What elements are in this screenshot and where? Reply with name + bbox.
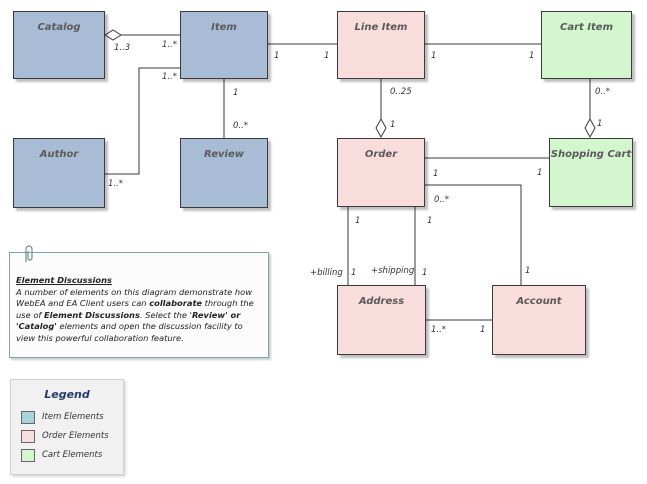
multiplicity-label: 1 — [431, 51, 437, 61]
aggregation-diamond-order — [375, 117, 387, 139]
multiplicity-label: 1 — [525, 266, 531, 276]
class-shopping-cart[interactable]: Shopping Cart — [549, 138, 633, 207]
multiplicity-label: 1 — [529, 51, 535, 61]
class-author[interactable]: Author — [13, 138, 105, 208]
class-account-title: Account — [516, 296, 562, 307]
multiplicity-label: 1 — [537, 168, 543, 178]
paperclip-icon — [25, 245, 33, 262]
multiplicity-label: 0..* — [434, 195, 450, 205]
connector-author-item[interactable] — [105, 67, 180, 175]
class-order-title: Order — [364, 149, 398, 160]
multiplicity-label: 0..* — [595, 87, 611, 97]
note-text: through the use of — [16, 298, 254, 320]
multiplicity-label: 1 — [480, 325, 486, 335]
multiplicity-label: 1 — [351, 268, 357, 278]
class-cart-item-title: Cart Item — [560, 22, 613, 33]
class-address-title: Address — [358, 296, 405, 307]
class-catalog[interactable]: Catalog — [13, 11, 105, 79]
legend-swatch — [21, 430, 35, 443]
multiplicity-label: 1 — [324, 51, 330, 61]
multiplicity-label: 1 — [233, 88, 239, 98]
class-shopping-cart-title: Shopping Cart — [550, 149, 632, 160]
multiplicity-label: 1 — [274, 51, 280, 61]
class-line-item-title: Line Item — [354, 22, 408, 33]
note-text: A number of elements on this diagram dem… — [16, 286, 252, 309]
class-item-title: Item — [211, 22, 237, 33]
class-address[interactable]: Address — [337, 285, 426, 355]
multiplicity-label: 0..25 — [390, 87, 412, 97]
multiplicity-label: 1 — [427, 216, 433, 226]
legend-label: Order Elements — [42, 431, 109, 441]
multiplicity-label: 1..* — [431, 325, 447, 335]
note-text: elements and open the discussion facilit… — [16, 321, 243, 343]
class-account[interactable]: Account — [492, 285, 586, 355]
connector-order-account[interactable] — [425, 184, 522, 285]
note-text: . Select the ' — [139, 309, 192, 320]
class-cart-item[interactable]: Cart Item — [541, 11, 632, 79]
role-label-shipping: +shipping — [371, 266, 415, 276]
legend-label: Item Elements — [42, 412, 104, 422]
legend-swatch — [21, 411, 35, 424]
aggregation-diamond-cart — [584, 117, 596, 139]
multiplicity-label: 1..* — [162, 72, 178, 82]
class-review-title: Review — [204, 149, 244, 160]
multiplicity-label: 0..* — [233, 121, 249, 131]
class-item[interactable]: Item — [180, 11, 268, 79]
multiplicity-label: 1 — [433, 169, 439, 179]
legend-title: Legend — [44, 388, 90, 401]
class-line-item[interactable]: Line Item — [337, 11, 425, 79]
class-author-title: Author — [39, 149, 79, 160]
discussion-note[interactable]: Element Discussions A number of elements… — [9, 252, 269, 358]
legend-swatch — [21, 449, 35, 462]
role-label-billing: +billing — [310, 268, 343, 278]
note-bold: Element Discussions — [43, 309, 140, 320]
class-review[interactable]: Review — [180, 138, 268, 208]
class-order[interactable]: Order — [337, 138, 425, 207]
class-catalog-title: Catalog — [37, 22, 81, 33]
note-bold: collaborate — [149, 298, 203, 308]
aggregation-diamond-catalog — [104, 29, 122, 41]
multiplicity-label: 1..* — [162, 40, 178, 50]
multiplicity-label: 1 — [355, 216, 361, 226]
legend: Legend Item Elements Order Elements Cart… — [10, 379, 124, 475]
note-title: Element Discussions — [16, 275, 112, 285]
multiplicity-label: 1 — [390, 120, 396, 130]
multiplicity-label: 1..3 — [114, 43, 131, 53]
multiplicity-label: 1..* — [108, 179, 124, 189]
multiplicity-label: 1 — [422, 268, 428, 278]
multiplicity-label: 1 — [597, 119, 603, 129]
legend-label: Cart Elements — [42, 450, 103, 460]
note-bold: Review' or 'Catalog' — [16, 309, 241, 332]
